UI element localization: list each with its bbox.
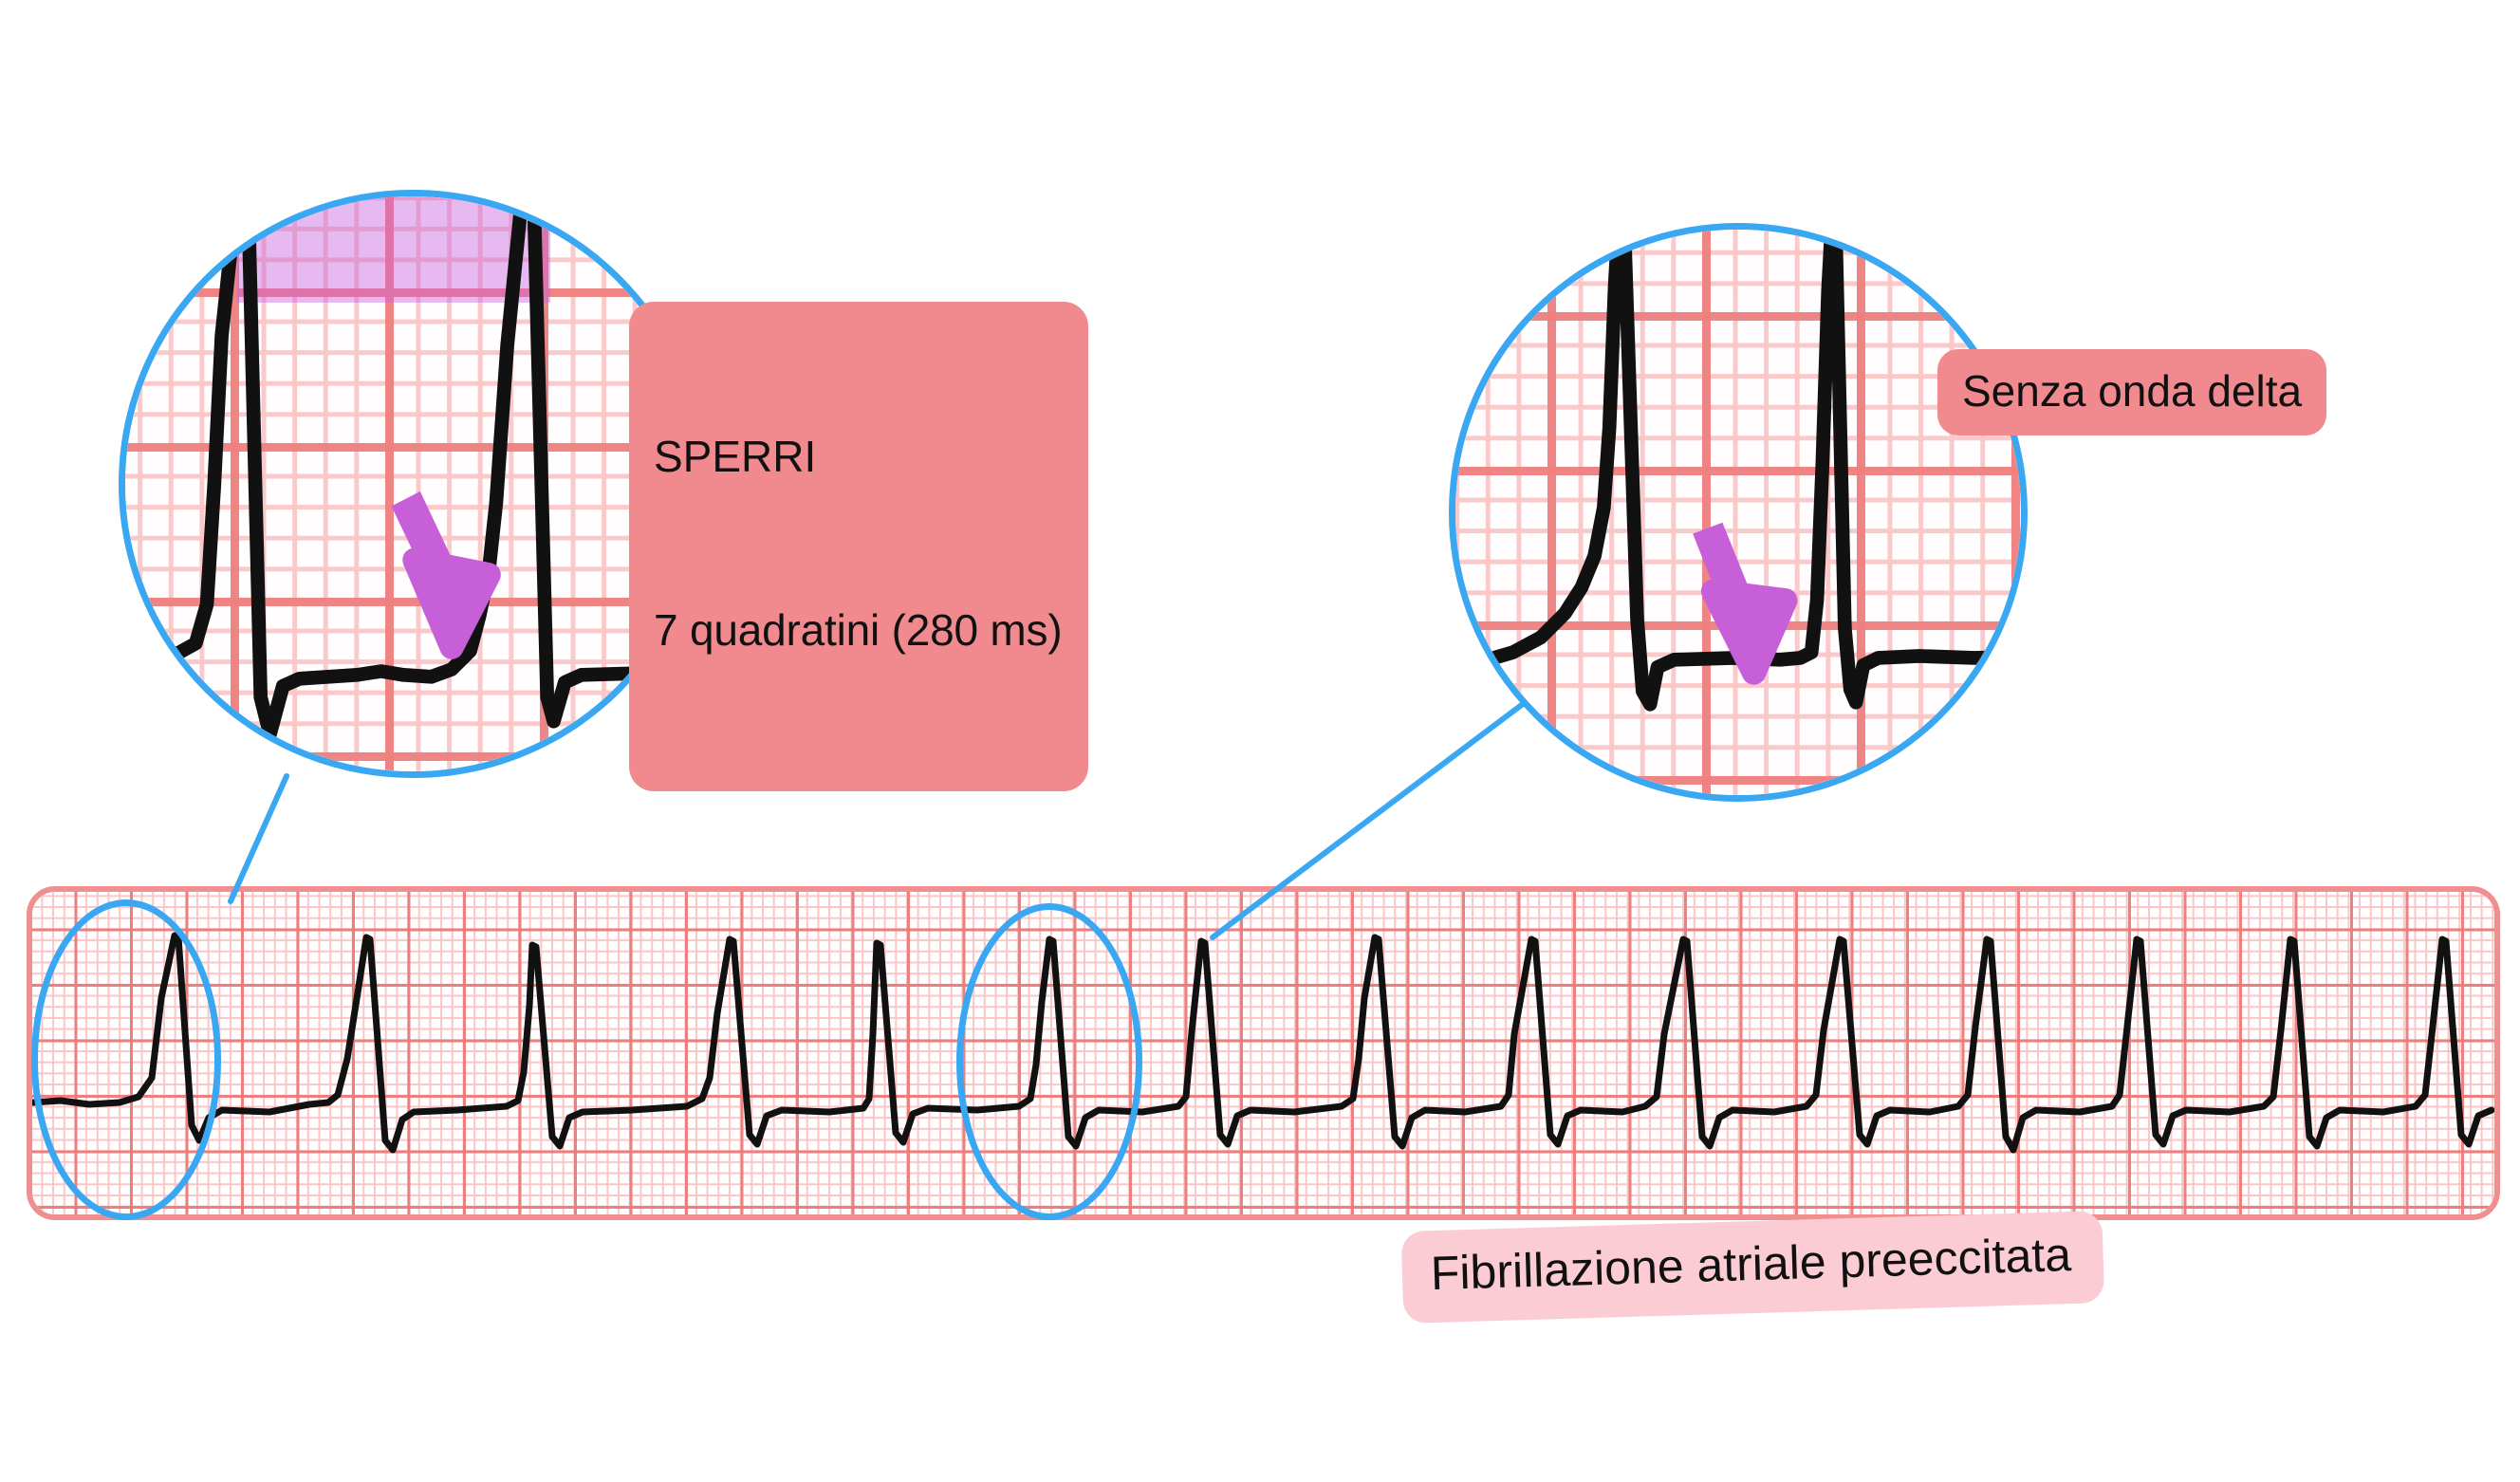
callout-senza-onda-delta: Senza onda delta [1937, 349, 2327, 435]
callout-sperri: SPERRI 7 quadratini (280 ms) [629, 302, 1089, 791]
delta-wave-arrow-icon [391, 491, 501, 659]
connector-left [228, 773, 289, 904]
callout-sperri-line1: SPERRI [654, 432, 817, 482]
magnifier-no-delta[interactable] [1449, 223, 2028, 802]
ecg-trace-left-lens [125, 196, 700, 742]
ecg-rhythm-strip [27, 886, 2500, 1220]
ecg-grid-paper-zoom-right [1455, 230, 2021, 795]
strip-selection-ring-left[interactable] [31, 899, 221, 1220]
ecg-grid-paper [32, 892, 2494, 1214]
sperri-interval-highlight [237, 196, 550, 303]
strip-selection-ring-right[interactable] [956, 903, 1142, 1220]
no-delta-arrow-icon [1693, 522, 1798, 685]
ecg-trace-main [32, 932, 2494, 1154]
callout-sperri-line2: 7 quadratini (280 ms) [654, 604, 1063, 655]
callout-diagnosis: Fibrillazione atriale preeccitata [1400, 1211, 2105, 1324]
magnifier-sperri[interactable] [119, 190, 707, 778]
ecg-trace-right-lens [1455, 230, 2021, 712]
